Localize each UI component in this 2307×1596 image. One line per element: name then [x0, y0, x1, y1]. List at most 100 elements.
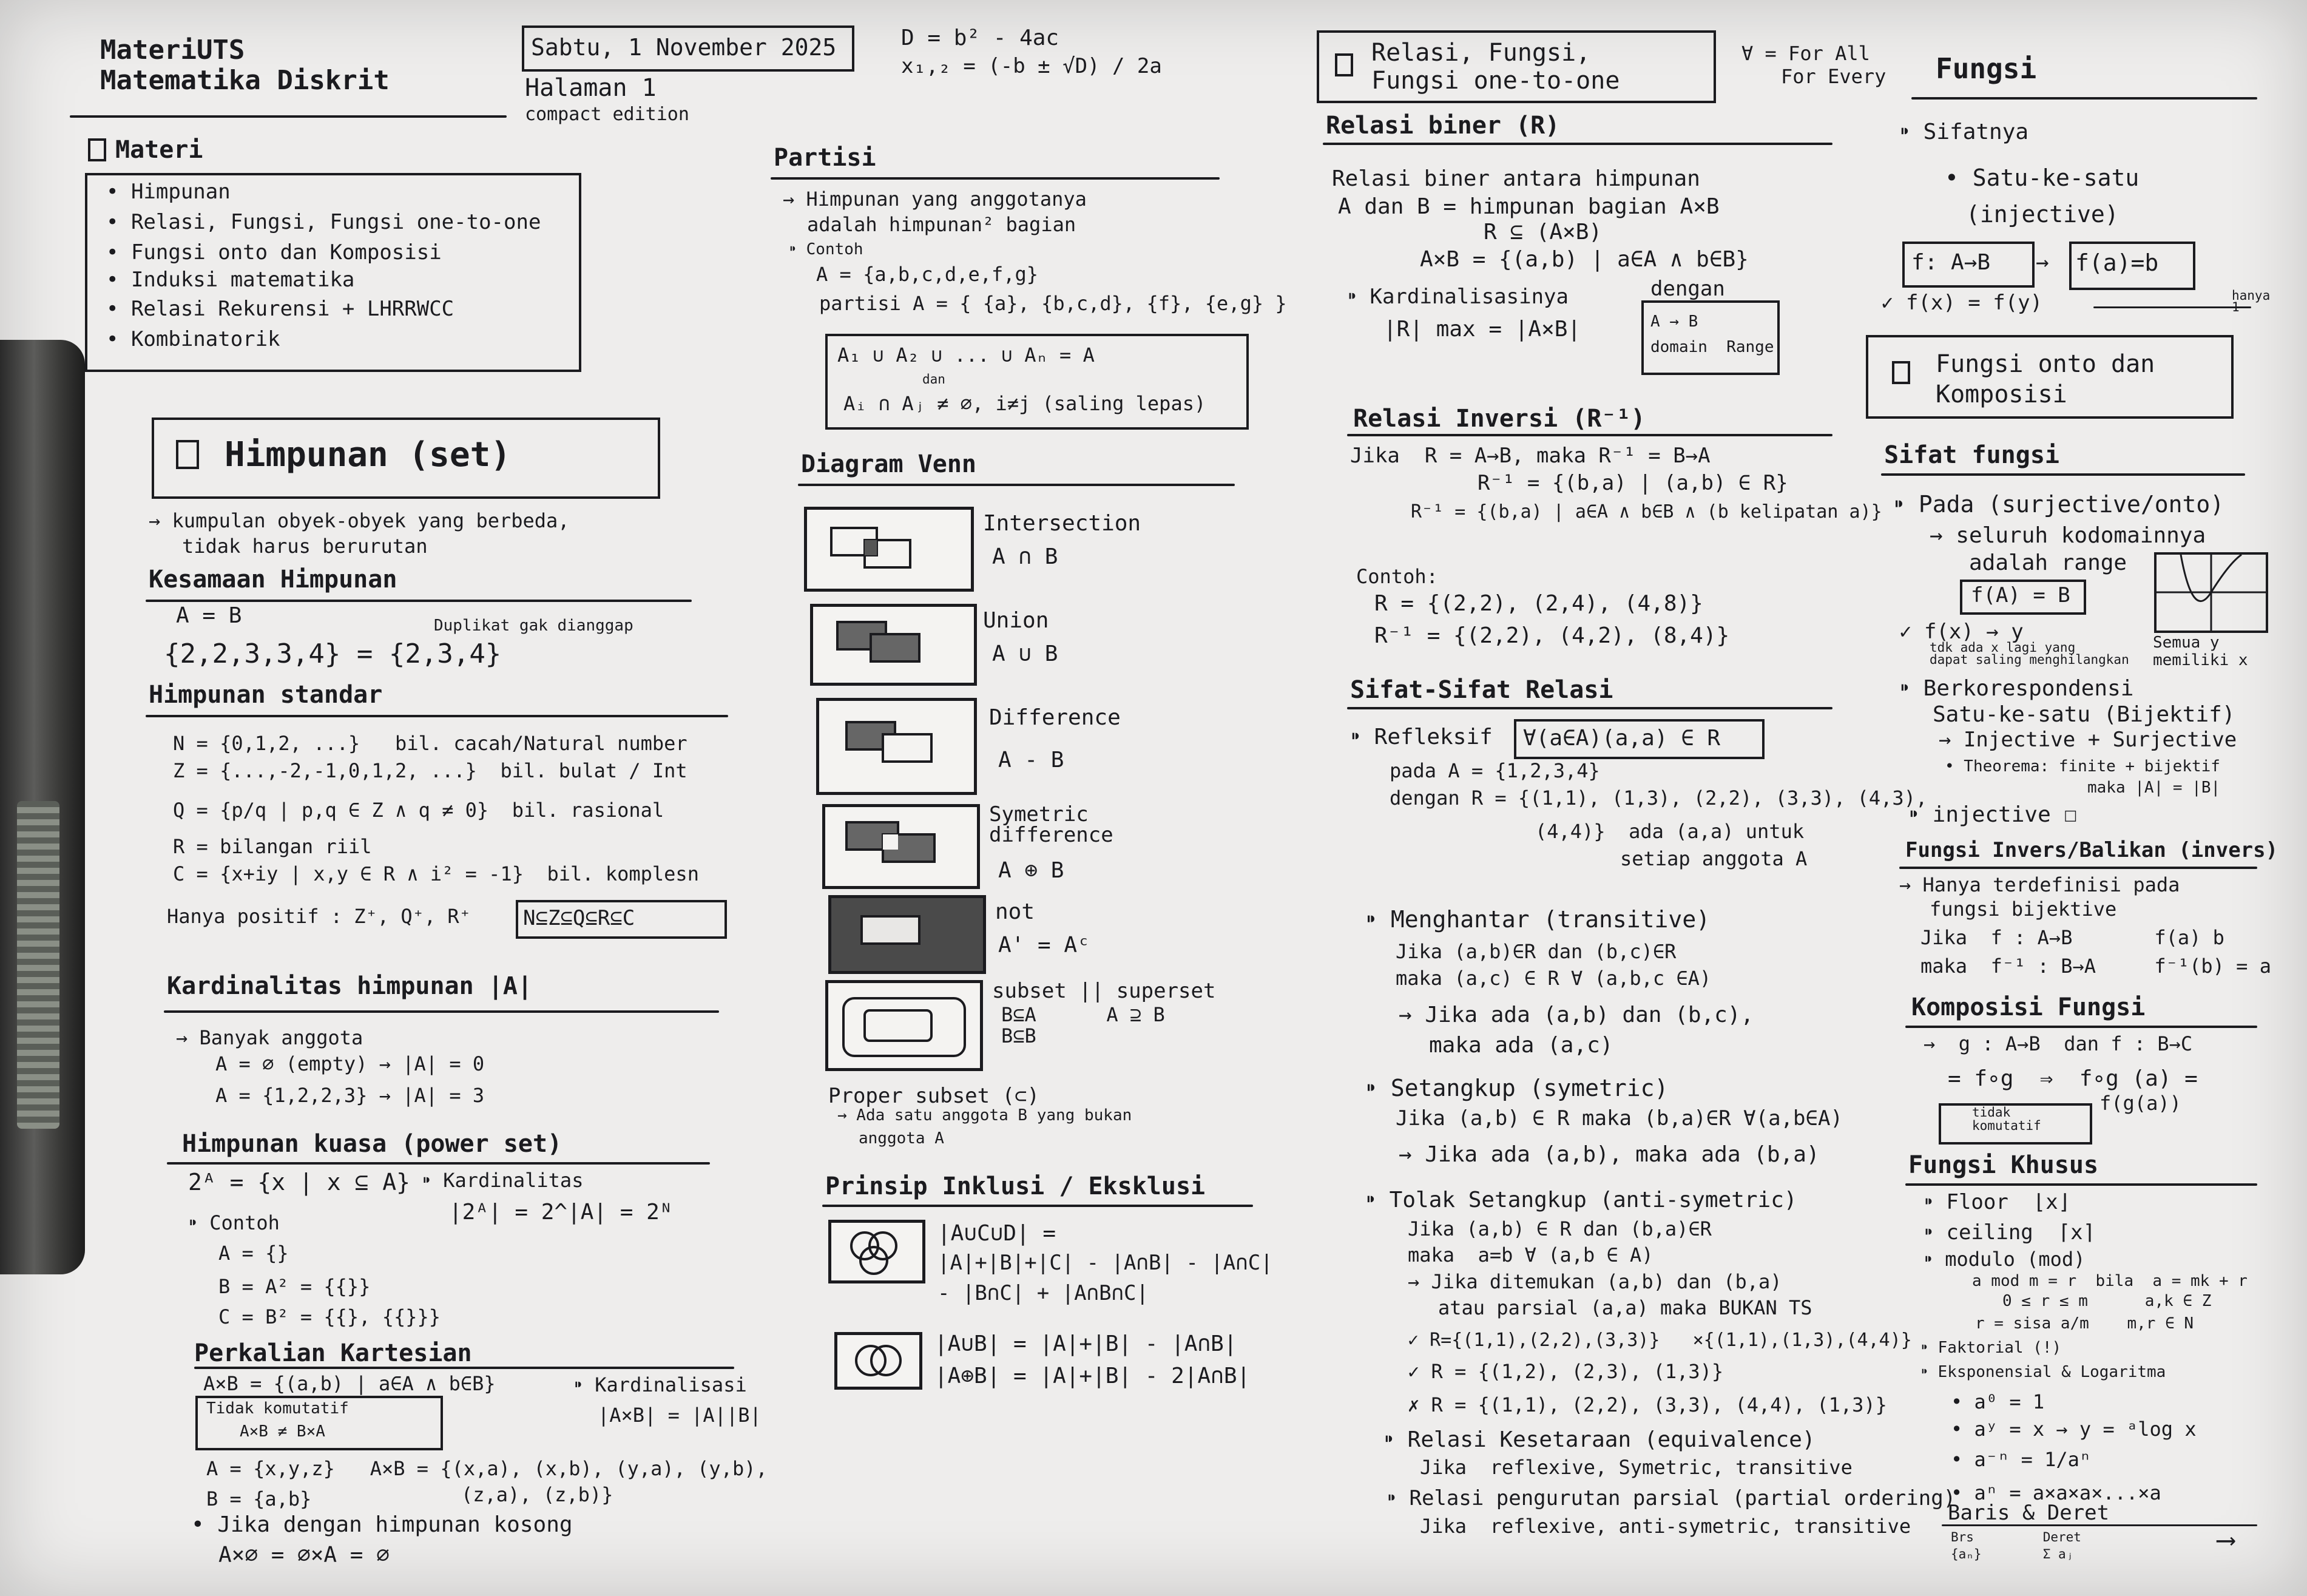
materi-box: [85, 173, 581, 372]
materi-item: • Himpunan: [106, 180, 231, 204]
kesamaan-note: Duplikat gak dianggap: [434, 617, 633, 635]
himpunan-desc: tidak harus berurutan: [182, 535, 428, 558]
biner-line: A dan B = himpunan bagian A×B: [1338, 194, 1720, 219]
bijektif-line: → Injective + Surjective: [1939, 728, 2237, 752]
inversi-line: R⁻¹ = {(b,a) | a∈A ∧ b∈B ∧ (b kelipatan …: [1411, 501, 1882, 522]
kuasa-contoh: B = A² = {{}}: [218, 1275, 371, 1298]
khusus-line: • aⁿ = a×a×a×...×a: [1951, 1481, 2161, 1504]
materi-item: • Induksi matematika: [106, 268, 355, 292]
forall-def: ∀ = For All: [1741, 42, 1870, 65]
invers-line: → Hanya terdefinisi pada: [1899, 873, 2180, 896]
kardinalitas-title: Kardinalitas himpunan |A|: [167, 972, 533, 1000]
partisi-title: Partisi: [774, 144, 876, 172]
transitive-title: ⁍ Menghantar (transitive): [1365, 906, 1711, 933]
inklusi-formula: |A⊕B| = |A|+|B| - 2|A∩B|: [934, 1364, 1251, 1388]
date-box: [522, 25, 854, 72]
standar-title: Himpunan standar: [149, 681, 383, 709]
venn-intersection: [804, 507, 974, 592]
venn-not: [828, 895, 986, 974]
venn-expr: A - B: [998, 748, 1064, 773]
khusus-line: r = sisa a/m m,r ∈ N: [1975, 1314, 2194, 1333]
venn-expr: A ∪ B: [992, 641, 1058, 666]
venn-expr: A' = Aᶜ: [998, 933, 1090, 958]
kosong-line: • Jika dengan himpunan kosong: [191, 1512, 573, 1537]
partisi-def: → Himpunan yang anggotanya: [783, 188, 1087, 211]
refleksif-line: pada A = {1,2,3,4}: [1390, 759, 1600, 782]
venn-expr: A ⊕ B: [998, 858, 1064, 883]
komutatif-note: tidak komutatif: [1972, 1105, 2041, 1134]
partial-ordering-title: ⁍ Relasi pengurutan parsial (partial ord…: [1387, 1486, 1956, 1510]
surjective-line: → seluruh kodomainnya: [1930, 523, 2206, 548]
venn-three-sets: [828, 1220, 925, 1283]
refleksif-line: (4,4)} ada (a,a) untuk: [1535, 820, 1805, 843]
arrow-icon: →: [2036, 250, 2049, 275]
surjective-title: ⁍ Pada (surjective/onto): [1893, 491, 2224, 518]
inversi-title: Relasi Inversi (R⁻¹): [1353, 405, 1646, 433]
bijektif-theorem: • Theorema: finite + bijektif: [1945, 757, 2220, 776]
khusus-line: • aʸ = x → y = ᵃlog x: [1951, 1418, 2197, 1441]
inklusi-formula: |A∪C∪D| =: [937, 1221, 1056, 1246]
venn-expr: B⊆A A ⊇ B B⊆B: [1001, 1003, 1165, 1048]
anti-symetric-line: Jika (a,b) ∈ R dan (b,a)∈R: [1408, 1217, 1712, 1240]
anti-symetric-example: ✗ R = {(1,1), (2,2), (3,3), (4,4), (1,3)…: [1408, 1393, 1887, 1416]
partisi-rule: dan: [922, 372, 945, 387]
surjective-box: [1960, 580, 2086, 615]
anti-symetric-line: maka a=b ∀ (a,b ∈ A): [1408, 1243, 1653, 1266]
relasi-box-title: Relasi, Fungsi,: [1371, 39, 1591, 67]
kuasa-def: 2ᴬ = {x | x ⊆ A}: [188, 1169, 411, 1195]
kuasa-contoh: ⁍ Contoh: [188, 1211, 280, 1234]
anti-symetric-example: ✓ R={(1,1),(2,2),(3,3)} ×{(1,1),(1,3),(4…: [1408, 1330, 1912, 1351]
kartesian-example: B = {a,b}: [206, 1487, 312, 1510]
kuasa-kard-label: ⁍ Kardinalitas: [422, 1169, 584, 1192]
venn-symetric-difference: [822, 804, 980, 889]
set-chain: N⊆Z⊆Q⊆R⊆C: [523, 906, 635, 930]
formula-discriminant: D = b² - 4ac: [901, 25, 1059, 50]
inklusi-title: Prinsip Inklusi / Eksklusi: [825, 1172, 1206, 1200]
biner-line: Relasi biner antara himpunan: [1332, 166, 1700, 191]
komutatif-box: [195, 1396, 443, 1450]
injective-line: (injective): [1966, 201, 2119, 228]
transitive-line: maka ada (a,c): [1429, 1033, 1613, 1058]
surjective-def: f(A) = B: [1971, 583, 2070, 607]
standar-item: Q = {p/q | p,q ∈ Z ∧ q ≠ 0} bil. rasiona…: [173, 799, 664, 822]
f-map: f: A→B: [1911, 250, 1991, 275]
date: Sabtu, 1 November 2025: [531, 34, 837, 61]
kartesian-example: A = {x,y,z} A×B = {(x,a), (x,b), (y,a), …: [206, 1457, 768, 1480]
kartesian-title: Perkalian Kartesian: [194, 1339, 472, 1367]
materi-item: • Fungsi onto dan Komposisi: [106, 240, 442, 265]
kardinalitas-line: A = {1,2,2,3} → |A| = 3: [215, 1084, 485, 1107]
formula-abc: x₁,₂ = (-b ± √D) / 2a: [901, 54, 1162, 78]
biner-kard: |R| max = |A×B|: [1383, 317, 1581, 342]
venn-difference: [816, 698, 977, 795]
transitive-line: Jika (a,b)∈R dan (b,c)∈R: [1396, 940, 1677, 963]
biner-dengan: dengan: [1650, 277, 1725, 301]
refleksif-box: [1514, 719, 1765, 759]
materi-item: • Relasi Rekurensi + LHRRWCC: [106, 297, 454, 321]
baris-deret-line: Brs Deret: [1951, 1530, 2081, 1544]
sifat-relasi-title: Sifat-Sifat Relasi: [1350, 676, 1613, 704]
sifatnya-label: ⁍ Sifatnya: [1899, 120, 2029, 144]
domain-range: A → B domain Range: [1650, 313, 1774, 356]
onto-graph: [2154, 552, 2268, 633]
symetric-title: ⁍ Setangkup (symetric): [1365, 1075, 1669, 1101]
venn-two-sets: [834, 1332, 922, 1390]
refleksif-def: ∀(a∈A)(a,a) ∈ R: [1523, 726, 1721, 751]
onto-title: Fungsi onto dan: [1936, 350, 2155, 378]
kesamaan-line: A = B: [176, 603, 242, 628]
sifat-fungsi-title: Sifat fungsi: [1884, 441, 2059, 469]
note-icon: [176, 440, 199, 469]
venn-subset: [825, 980, 983, 1071]
partisi-rule: Aᵢ ∩ Aⱼ ≠ ∅, i≠j (saling lepas): [843, 392, 1206, 415]
positif-line: Hanya positif : Z⁺, Q⁺, R⁺: [167, 905, 471, 928]
injective-line: • Satu-ke-satu: [1945, 164, 2140, 191]
note-icon: [88, 138, 106, 161]
standar-item: Z = {...,-2,-1,0,1,2, ...} bil. bulat / …: [173, 759, 687, 782]
inversi-line: Jika R = A→B, maka R⁻¹ = B→A: [1350, 444, 1711, 468]
himpunan-title-box: [152, 418, 660, 499]
refleksif-line: dengan R = {(1,1), (1,3), (2,2), (3,3), …: [1390, 786, 1928, 810]
binder-clip: [0, 340, 85, 1274]
onto-title: Komposisi: [1936, 380, 2067, 408]
kuasa-contoh: C = B² = {{}, {{}}}: [218, 1305, 441, 1328]
invers-line: maka f⁻¹ : B→A f⁻¹(b) = a: [1920, 955, 2271, 978]
